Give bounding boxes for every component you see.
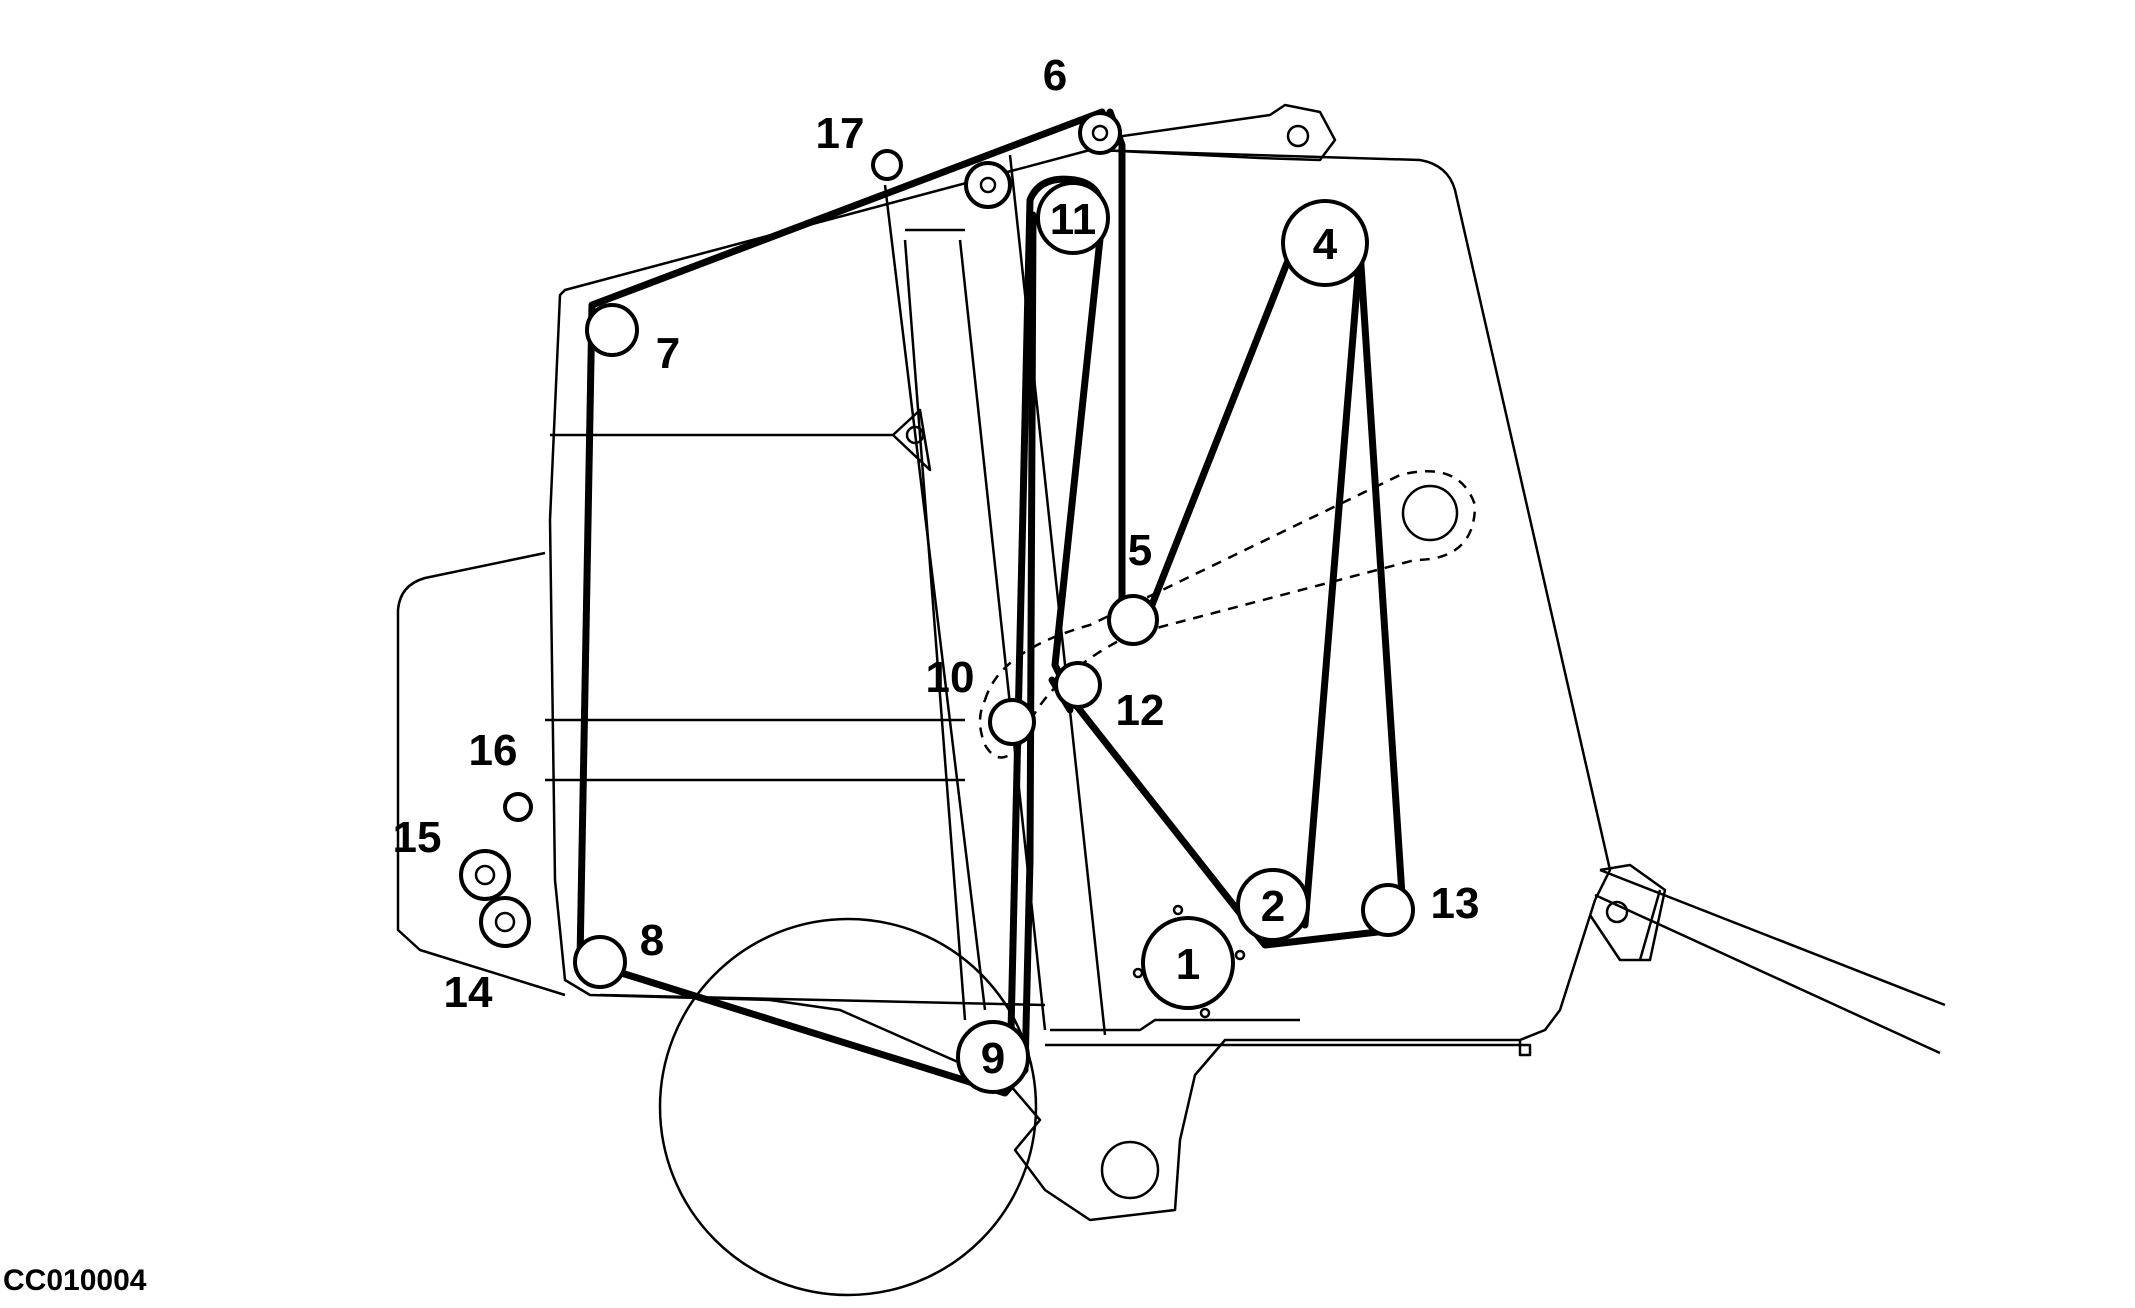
label-6: 6	[1043, 51, 1067, 100]
label-14: 14	[444, 968, 493, 1017]
label-10: 10	[926, 653, 975, 702]
figure-code: CC010004	[3, 1264, 147, 1297]
roller-13	[1361, 883, 1415, 937]
label-17: 17	[816, 109, 865, 158]
label-4: 4	[1313, 220, 1338, 269]
label-9: 9	[981, 1034, 1005, 1083]
roller-number-labels: 1 2 4 5 6 7 8 9 10 11 12 13 14 15 16 17	[393, 51, 1480, 1083]
roller-17	[871, 149, 903, 181]
idler-pulley	[964, 161, 1012, 209]
label-13: 13	[1431, 879, 1480, 928]
label-1: 1	[1176, 940, 1200, 989]
roller-9	[956, 1020, 1030, 1094]
label-15: 15	[393, 813, 442, 862]
roller-10	[988, 698, 1036, 746]
label-12: 12	[1116, 686, 1165, 735]
roller-11	[1036, 181, 1110, 255]
roller-5	[1107, 594, 1159, 646]
roller-1	[1141, 916, 1235, 1010]
rollers	[459, 111, 1415, 1094]
belt-path	[576, 108, 1406, 1097]
label-11: 11	[1050, 195, 1097, 244]
roller-8	[573, 935, 627, 989]
label-5: 5	[1128, 526, 1152, 575]
roller-15	[459, 849, 511, 901]
label-16: 16	[469, 726, 518, 775]
label-2: 2	[1261, 882, 1285, 931]
roller-14	[479, 896, 531, 948]
baler-frame	[396, 103, 1946, 1297]
roller-2	[1236, 868, 1310, 942]
label-8: 8	[640, 916, 664, 965]
roller-7	[585, 303, 639, 357]
roller-4	[1281, 199, 1369, 287]
label-7: 7	[656, 329, 680, 378]
roller-16	[503, 792, 533, 822]
roller-12	[1054, 661, 1102, 709]
roller-6	[1078, 111, 1122, 155]
